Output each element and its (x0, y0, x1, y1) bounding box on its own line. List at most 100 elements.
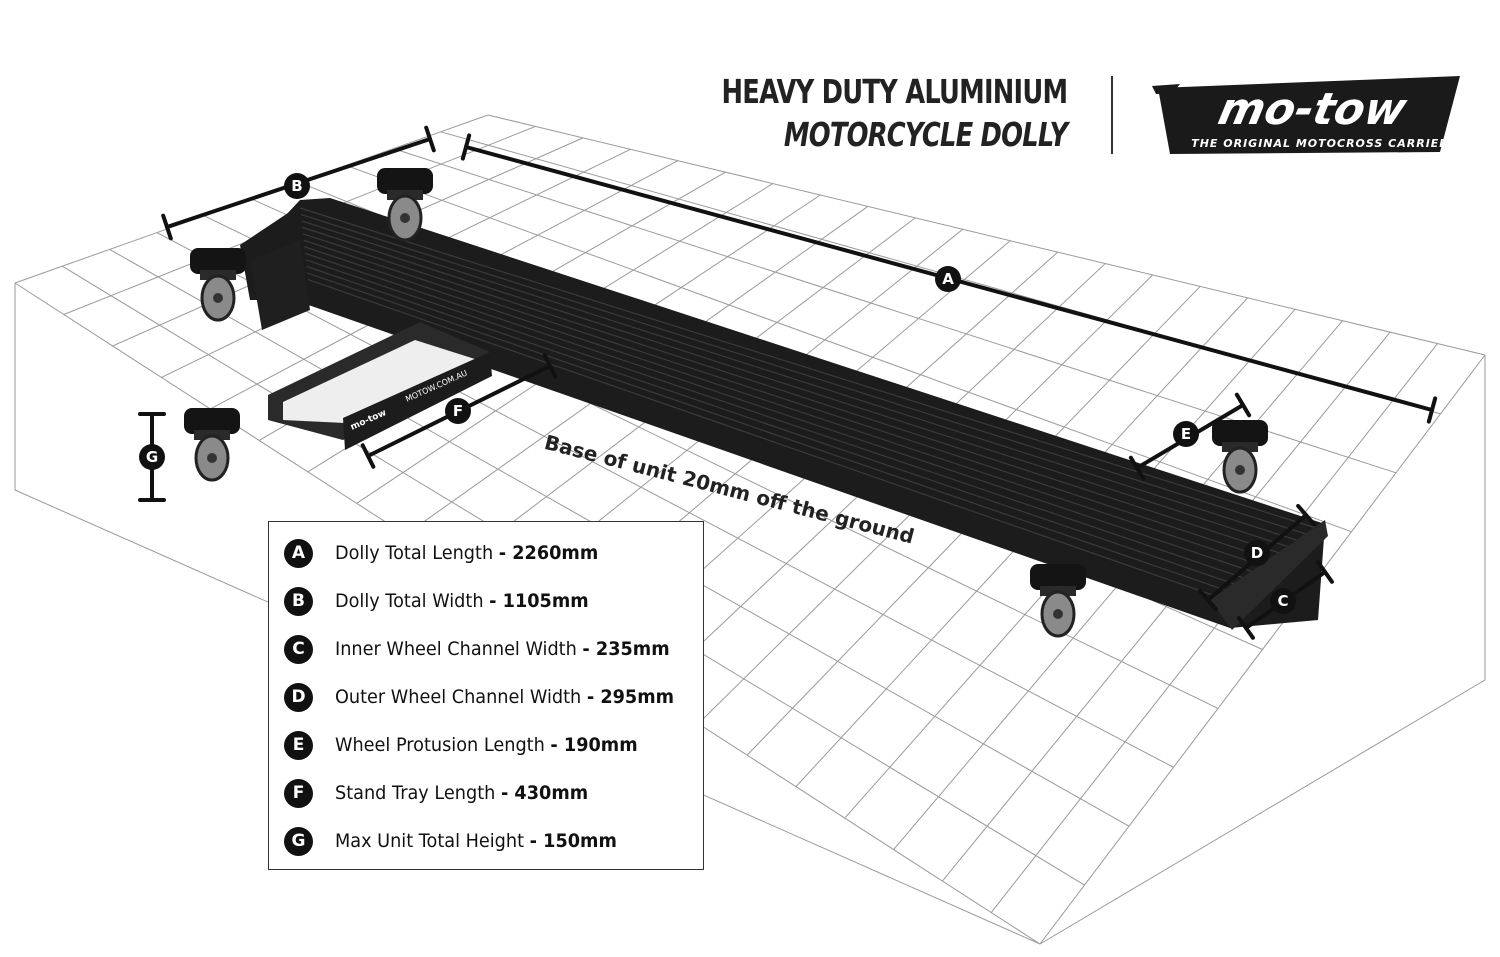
dimension-badge-letter: F (453, 402, 463, 420)
caster-hub (400, 213, 410, 223)
dimension-badge-letter: C (1277, 592, 1288, 610)
dimension-cap (542, 353, 558, 379)
dimension-badge: G (139, 444, 165, 470)
spec-text-e: Wheel Protusion Length - 190mm (335, 734, 638, 756)
grid-line (156, 232, 1174, 768)
spec-value-f: - 430mm (500, 782, 589, 804)
spec-badge-f: F (284, 778, 313, 808)
dimension-cap (460, 133, 472, 161)
main-channel (270, 198, 1325, 628)
spec-text-g: Max Unit Total Height - 150mm (335, 830, 617, 852)
spec-text-f: Stand Tray Length - 430mm (335, 782, 588, 804)
dimension-badge-circle (139, 444, 165, 470)
dimension-cap (161, 213, 173, 241)
caster-bracket (377, 168, 433, 194)
channel-rib (283, 264, 1258, 602)
channel-end (1210, 520, 1328, 630)
dimension-cap (1296, 503, 1316, 527)
dimension-cap (1234, 392, 1252, 418)
floor-edge (1039, 355, 1486, 945)
spec-badge-d: D (284, 682, 313, 712)
stand-tray-plate (283, 340, 478, 423)
channel-rib (294, 224, 1299, 551)
caster-front-left (1030, 564, 1086, 638)
spec-label-d: Outer Wheel Channel Width (335, 686, 582, 708)
dimension-badge-circle (284, 173, 310, 199)
header-divider (1111, 76, 1113, 154)
dimension-cap (1426, 396, 1438, 424)
spec-label-e: Wheel Protusion Length (335, 734, 545, 756)
dimension-badge-letter: G (146, 448, 158, 466)
grid-line (393, 148, 1397, 474)
grid-line (941, 331, 1391, 882)
logo-wordmark: mo-tow (1214, 84, 1412, 134)
dimension-badge: C (1270, 588, 1296, 614)
grid-line (345, 164, 1352, 533)
dimension-badge-circle (1173, 421, 1199, 447)
dimension-cap (1237, 616, 1255, 640)
spec-value-g: - 150mm (529, 830, 617, 852)
spec-value-a: - 2260mm (498, 542, 599, 564)
spec-badge-e: E (284, 730, 313, 760)
dimension-cap (1316, 560, 1334, 584)
spec-value-e: - 190mm (550, 734, 638, 756)
stand-tray-lip (343, 352, 492, 450)
caster-bracket (190, 248, 246, 274)
dimension-badge-letter: E (1181, 425, 1191, 443)
grid-line (1039, 354, 1486, 945)
channel-rib (289, 241, 1282, 573)
dimension-badge-letter: D (1251, 544, 1263, 562)
dimension-cap (1198, 588, 1218, 612)
spec-value-c: - 235mm (582, 638, 670, 660)
spec-badge-b: B (284, 586, 313, 616)
dimension-badge-letter: A (942, 270, 954, 288)
caster-rear-right (377, 168, 433, 242)
spec-label-g: Max Unit Total Height (335, 830, 525, 852)
channel-rib (298, 213, 1311, 536)
caster-front-right (1212, 420, 1268, 494)
caster-bracket (184, 408, 240, 434)
caster-bracket (1212, 420, 1268, 446)
spec-label-f: Stand Tray Length (335, 782, 496, 804)
dimension-badge: D (1244, 540, 1270, 566)
channel-rib (288, 247, 1276, 580)
dimension-cap (424, 125, 436, 153)
specifications-legend: A Dolly Total Length - 2260mm B Dolly To… (268, 521, 704, 870)
spec-text-b: Dolly Total Width - 1105mm (335, 590, 589, 612)
caster-hub (213, 293, 223, 303)
spec-value-d: - 295mm (586, 686, 675, 708)
spec-text-d: Outer Wheel Channel Width - 295mm (335, 686, 674, 708)
dimension-cap (1128, 455, 1146, 481)
caster-tray (184, 408, 240, 482)
channel-rib (281, 269, 1253, 610)
title-line-1: HEAVY DUTY ALUMINIUM (721, 72, 1068, 111)
dimension-badge: F (445, 398, 471, 424)
tray-arm (250, 240, 310, 330)
grid-line (990, 343, 1438, 913)
spec-value-b: - 1105mm (489, 590, 589, 612)
channel-rib (293, 230, 1293, 558)
spec-badge-c: C (284, 634, 313, 664)
grid-line (487, 114, 1486, 356)
caster-hub (1235, 465, 1245, 475)
mo-tow-logo: mo-tow THE ORIGINAL MOTOCROSS CARRIER (1152, 76, 1460, 154)
spec-label-a: Dolly Total Length (335, 542, 494, 564)
dimension-badge-circle (445, 398, 471, 424)
channel-rib (286, 252, 1270, 588)
dimension-badge-letter: B (291, 177, 302, 195)
spec-label-c: Inner Wheel Channel Width (335, 638, 577, 660)
dimension-badge: E (1173, 421, 1199, 447)
dimension-cap (360, 443, 376, 469)
caster-bracket (1030, 564, 1086, 590)
spec-text-a: Dolly Total Length - 2260mm (335, 542, 598, 564)
title-line-2: MOTORCYCLE DOLLY (783, 115, 1068, 154)
spec-badge-a: A (284, 538, 313, 568)
spec-text-c: Inner Wheel Channel Width - 235mm (335, 638, 670, 660)
caster-hub (1053, 609, 1063, 619)
dimension-badge: A (935, 266, 961, 292)
spec-label-b: Dolly Total Width (335, 590, 484, 612)
channel-rib (291, 235, 1288, 566)
channel-rib (296, 218, 1305, 544)
